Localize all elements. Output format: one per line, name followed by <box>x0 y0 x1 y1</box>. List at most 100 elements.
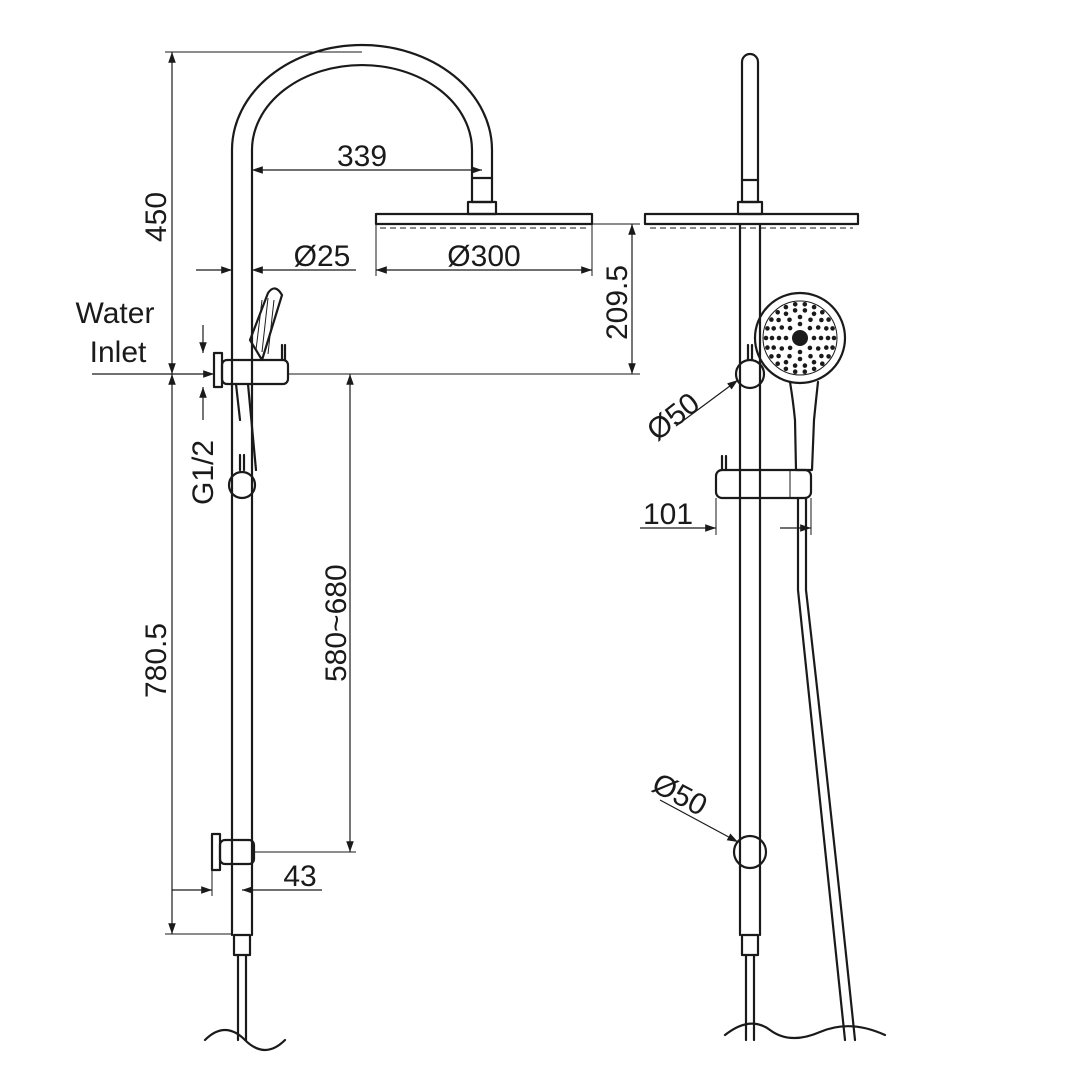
dim-d25-label: Ø25 <box>294 240 351 273</box>
riser-nut <box>736 200 764 216</box>
nozzle-dot <box>775 361 780 367</box>
front-hose-stub <box>744 953 756 1042</box>
nozzle-dot <box>797 349 803 355</box>
nozzle-dot <box>811 335 817 341</box>
nozzle-dot <box>787 345 793 351</box>
nozzle-dot <box>765 326 770 331</box>
nozzle-dot <box>808 317 813 323</box>
dim-d50-upper-label: Ø50 <box>641 387 706 448</box>
nozzle-dot <box>797 321 803 327</box>
nozzle-dot <box>802 363 808 368</box>
nozzle-dot <box>807 345 813 351</box>
hand-shower-head <box>753 291 847 385</box>
riser-connector <box>740 178 760 204</box>
nozzle-dot <box>787 325 793 331</box>
nozzle-dot <box>820 310 825 315</box>
nozzle-dot <box>797 356 803 362</box>
hand-shower-side <box>248 287 284 362</box>
nozzle-dot <box>819 353 824 359</box>
nozzle-dot <box>802 308 808 313</box>
dim-d50-lower-line <box>659 799 739 843</box>
nozzle-dot <box>775 310 780 315</box>
slider-knob <box>227 470 257 500</box>
side-view: Water Inlet G1/2 450 780.5 339 Ø25 Ø300 … <box>76 43 640 1052</box>
upper-knob <box>734 358 766 390</box>
riser-top <box>740 52 760 182</box>
hose-inner <box>804 496 857 1042</box>
lower-knob <box>732 834 768 870</box>
break-line-left <box>203 1028 287 1052</box>
nozzle-dot <box>811 366 817 372</box>
dim-101-label: 101 <box>643 498 693 531</box>
nozzle-dot <box>783 359 789 365</box>
nozzle-dot <box>826 354 831 359</box>
front-pin-top <box>746 343 754 362</box>
slider-pin <box>238 453 246 472</box>
rain-head-front <box>643 212 860 226</box>
nozzle-dot <box>783 335 789 341</box>
nozzle-dot <box>824 345 829 350</box>
nozzle-dot <box>769 354 774 359</box>
dim-780-label: 780.5 <box>140 623 173 698</box>
nozzle-dot <box>815 325 821 330</box>
arm-nut <box>466 200 498 216</box>
front-rail-bottom <box>740 933 760 957</box>
hose-stub <box>236 953 248 1042</box>
diverter-pin <box>280 343 287 362</box>
diverter-lower <box>234 382 258 472</box>
nozzle-dot <box>779 325 785 330</box>
nozzle-dot <box>779 346 785 351</box>
nozzle-dot <box>830 345 835 350</box>
nozzle-dot <box>792 308 798 313</box>
dim-d50-upper-line <box>675 379 739 427</box>
nozzle-dot <box>808 353 813 359</box>
nozzle-dot <box>830 326 835 331</box>
nozzle-dot <box>825 335 831 341</box>
nozzle-dot <box>826 317 831 322</box>
nozzle-dot <box>776 317 781 323</box>
dim-450-label: 450 <box>140 192 173 242</box>
nozzle-dot <box>815 346 821 351</box>
holder-segments <box>739 470 791 498</box>
nozzle-dot <box>811 359 817 365</box>
nozzle-dot <box>792 363 798 368</box>
hand-shower-handle <box>788 380 820 472</box>
nozzle-dot <box>802 369 808 375</box>
water-inlet-label-1: Water <box>76 297 155 330</box>
nozzle-dot <box>783 311 789 317</box>
nozzle-dot <box>811 311 817 317</box>
nozzle-dot <box>771 326 776 331</box>
nozzle-dot <box>776 335 782 341</box>
inlet-flange <box>212 351 224 389</box>
nozzle-dot <box>802 302 808 307</box>
dim-43-label: 43 <box>283 860 316 893</box>
hand-shower-rim <box>762 300 838 376</box>
holder-pin <box>720 454 728 472</box>
dim-339-label: 339 <box>337 140 387 173</box>
hand-shower-face <box>255 297 275 355</box>
front-rail <box>738 222 762 937</box>
nozzle-dot <box>783 366 789 372</box>
nozzle-dot <box>831 335 837 341</box>
nozzle-dot <box>807 325 813 331</box>
water-inlet-label-2: Inlet <box>90 336 147 369</box>
shower-arm-outer <box>230 43 494 187</box>
rain-head-side <box>374 212 594 226</box>
dim-580-label: 580~680 <box>320 564 353 682</box>
hose-outer <box>796 496 847 1042</box>
nozzle-dot <box>787 353 792 359</box>
hand-shower-holder <box>714 468 813 500</box>
break-line-right <box>723 1022 887 1040</box>
nozzle-dot <box>819 317 824 323</box>
lower-bracket <box>218 838 256 866</box>
diverter-body <box>220 358 290 386</box>
nozzle-dot <box>765 345 770 350</box>
g12-label: G1/2 <box>187 440 220 505</box>
nozzle-dot <box>787 317 792 323</box>
nozzle-dot <box>769 317 774 322</box>
nozzle-dot <box>763 335 769 341</box>
nozzle-dot <box>792 369 798 375</box>
dim-d50-lower-label: Ø50 <box>647 767 713 823</box>
